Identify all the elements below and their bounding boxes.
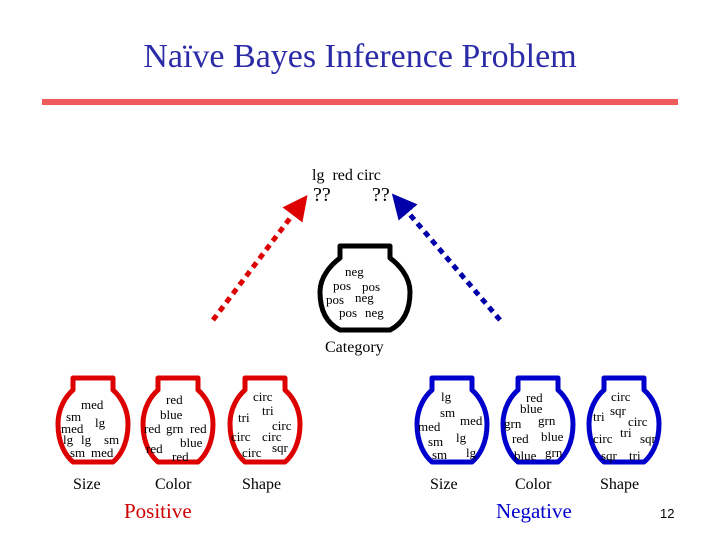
negative-shape-word: tri <box>593 409 605 424</box>
positive-size-word: lg <box>63 432 74 447</box>
query-features: lg red circ <box>312 167 381 184</box>
positive-color-word: blue <box>160 407 183 422</box>
slide-title: Naïve Bayes Inference Problem <box>143 38 577 75</box>
category-jar-word: neg <box>365 305 384 320</box>
positive-size-word: lg <box>95 415 106 430</box>
positive-color-word: blue <box>180 435 203 450</box>
positive-shape-word: circ <box>231 429 251 444</box>
negative-class-label: Negative <box>496 499 572 523</box>
negative-shape-word: circ <box>611 389 631 404</box>
negative-color-word: blue <box>541 429 564 444</box>
negative-size-word: med <box>460 413 483 428</box>
positive-size-word: sm <box>70 445 85 460</box>
positive-inference-arrow <box>211 195 308 322</box>
positive-shape-word: circ <box>242 445 262 460</box>
negative-shape-word: sqr <box>640 431 657 446</box>
negative-size-word: lg <box>466 445 477 460</box>
negative-shape-jar <box>586 375 662 465</box>
negative-shape-label: Shape <box>600 476 639 493</box>
title-underline <box>42 99 678 105</box>
positive-color-word: red <box>190 421 207 436</box>
category-jar <box>317 243 413 333</box>
positive-shape-label: Shape <box>242 476 281 493</box>
negative-shape-word: sqr <box>610 403 627 418</box>
page-number: 12 <box>660 506 675 521</box>
negative-color-word: red <box>512 431 529 446</box>
negative-size-word: sm <box>440 405 455 420</box>
negative-color-word: grn <box>504 416 522 431</box>
negative-color-word: grn <box>545 445 563 460</box>
negative-size-jar <box>414 375 490 465</box>
category-jar-word: neg <box>345 264 364 279</box>
negative-shape-word: tri <box>629 448 641 463</box>
positive-class-label: Positive <box>124 499 192 523</box>
positive-shape-word: circ <box>272 418 292 433</box>
positive-color-word: red <box>146 441 163 456</box>
negative-color-word: grn <box>538 413 556 428</box>
negative-color-word: blue <box>514 448 537 463</box>
category-jar-word: pos <box>326 292 344 307</box>
positive-shape-word: circ <box>253 389 273 404</box>
category-jar-word: pos <box>339 305 357 320</box>
positive-color-word: grn <box>166 421 184 436</box>
positive-size-word: sm <box>104 432 119 447</box>
positive-size-word: med <box>91 445 114 460</box>
positive-color-word: red <box>166 392 183 407</box>
positive-size-word: lg <box>81 432 92 447</box>
category-jar-word: neg <box>355 290 374 305</box>
positive-size-word: med <box>61 421 84 436</box>
category-jar-word: pos <box>333 278 351 293</box>
positive-size-word: sm <box>66 409 81 424</box>
positive-color-word: red <box>144 421 161 436</box>
negative-size-word: lg <box>456 430 467 445</box>
positive-color-jar <box>140 375 216 465</box>
positive-size-label: Size <box>73 476 101 493</box>
query-unknown-right: ?? <box>372 184 390 206</box>
positive-color-label: Color <box>155 476 192 493</box>
query-unknown-left: ?? <box>313 184 331 206</box>
category-label: Category <box>325 339 384 356</box>
negative-shape-word: circ <box>628 414 648 429</box>
negative-color-jar <box>500 375 576 465</box>
positive-size-jar <box>55 375 131 465</box>
negative-color-label: Color <box>515 476 552 493</box>
positive-shape-word: circ <box>262 429 282 444</box>
negative-size-word: sm <box>428 434 443 449</box>
negative-color-word: red <box>526 390 543 405</box>
positive-shape-jar <box>227 375 303 465</box>
negative-size-label: Size <box>430 476 458 493</box>
positive-size-word: med <box>81 397 104 412</box>
negative-size-word: sm <box>432 447 447 462</box>
negative-inference-arrow <box>391 193 502 322</box>
positive-color-word: red <box>172 449 189 464</box>
negative-size-word: med <box>418 419 441 434</box>
negative-shape-word: circ <box>593 431 613 446</box>
negative-size-word: lg <box>441 389 452 404</box>
negative-color-word: blue <box>520 401 543 416</box>
positive-shape-word: tri <box>262 403 274 418</box>
negative-shape-word: tri <box>620 425 632 440</box>
category-jar-word: pos <box>362 279 380 294</box>
positive-shape-word: tri <box>238 410 250 425</box>
positive-shape-word: sqr <box>272 440 289 455</box>
negative-shape-word: sqr <box>601 448 618 463</box>
